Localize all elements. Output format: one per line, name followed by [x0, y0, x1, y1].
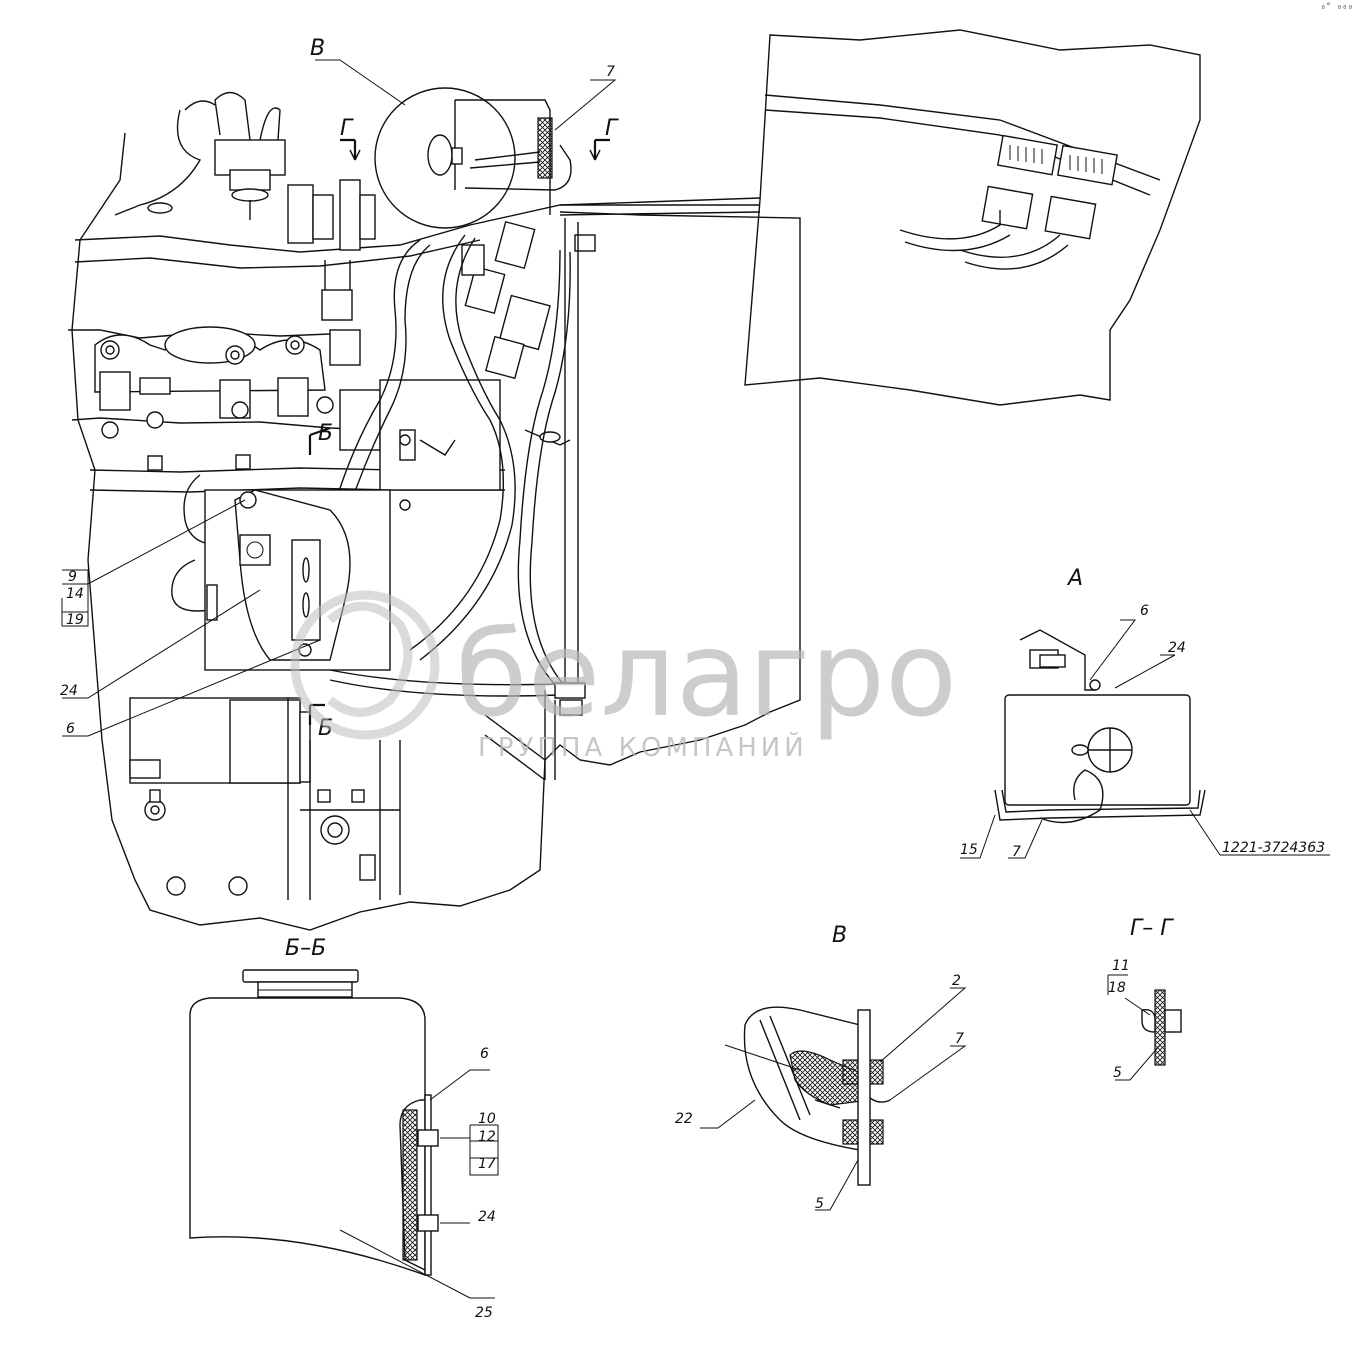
section-gg-label-11: 11	[1112, 958, 1130, 974]
section-bb-label-25: 25	[475, 1305, 493, 1321]
view-a-label-24: 24	[1168, 640, 1186, 656]
lower-battery-block	[129, 697, 401, 900]
section-bb-title: Б–Б	[285, 936, 326, 961]
right-bracket	[484, 218, 586, 781]
callout-v-circle	[374, 87, 572, 229]
watermark-brand: белагро	[455, 605, 957, 743]
section-bb-label-12: 12	[478, 1129, 496, 1145]
detail-v-label-5: 5	[815, 1196, 824, 1212]
cab-panel-view	[744, 29, 1201, 406]
detail-v: В 2 7 22 5	[675, 923, 967, 1212]
view-a-part-number: 1221-3724363	[1222, 840, 1325, 856]
main-label-6: 6	[66, 721, 75, 737]
main-label-7: 7	[606, 64, 615, 80]
view-a-title: А	[1066, 566, 1083, 591]
view-a-label-7: 7	[1012, 844, 1021, 860]
callout-v-label: В	[310, 36, 325, 61]
detail-v-label-7: 7	[955, 1031, 964, 1047]
view-a-label-15: 15	[960, 842, 978, 858]
section-bb-label-10: 10	[478, 1111, 496, 1127]
corner-mark: ₀° ₀₀₀	[1320, 2, 1353, 12]
main-leaders	[61, 59, 617, 737]
section-bb-label-6: 6	[480, 1046, 489, 1062]
view-a: А 6 24 15 7 1221-3724363	[960, 566, 1330, 860]
break-boundary	[71, 132, 801, 931]
section-gg-label-5: 5	[1113, 1065, 1122, 1081]
section-g-left-label: Г	[340, 116, 354, 141]
section-bb-label-24: 24	[478, 1209, 496, 1225]
section-bb: Б–Б 6 10 12 17 24 25	[189, 936, 499, 1321]
section-bb-label-17: 17	[478, 1156, 496, 1172]
main-label-19: 19	[66, 612, 84, 628]
watermark-subtitle: ГРУППА КОМПАНИЙ	[478, 731, 808, 763]
section-g-arrows	[340, 138, 610, 161]
main-label-9: 9	[68, 569, 77, 585]
section-gg-title: Г– Г	[1130, 916, 1174, 941]
section-g-right-label: Г	[605, 116, 619, 141]
main-assembly-view: В Г Г Б Б 7 9 14 19 24 6	[60, 36, 801, 931]
rocker-cover	[94, 326, 334, 471]
main-label-24: 24	[60, 683, 78, 699]
view-a-label-6: 6	[1140, 603, 1149, 619]
section-gg: Г– Г 11 18 5	[1107, 916, 1182, 1081]
detail-v-title: В	[832, 923, 847, 948]
wire-harness	[171, 204, 761, 697]
section-b-top-label: Б	[318, 421, 333, 446]
connector-block-2	[1044, 144, 1118, 240]
relay-cluster	[461, 220, 596, 446]
filter-cap	[114, 91, 286, 220]
watermark-logo: белагро ГРУППА КОМПАНИЙ	[290, 590, 957, 763]
detail-v-label-22: 22	[675, 1111, 693, 1127]
main-label-14: 14	[66, 586, 84, 602]
pipe-assembly	[287, 179, 501, 511]
detail-v-label-2: 2	[952, 973, 961, 989]
section-gg-label-18: 18	[1108, 980, 1126, 996]
connector-block-1	[981, 134, 1058, 230]
